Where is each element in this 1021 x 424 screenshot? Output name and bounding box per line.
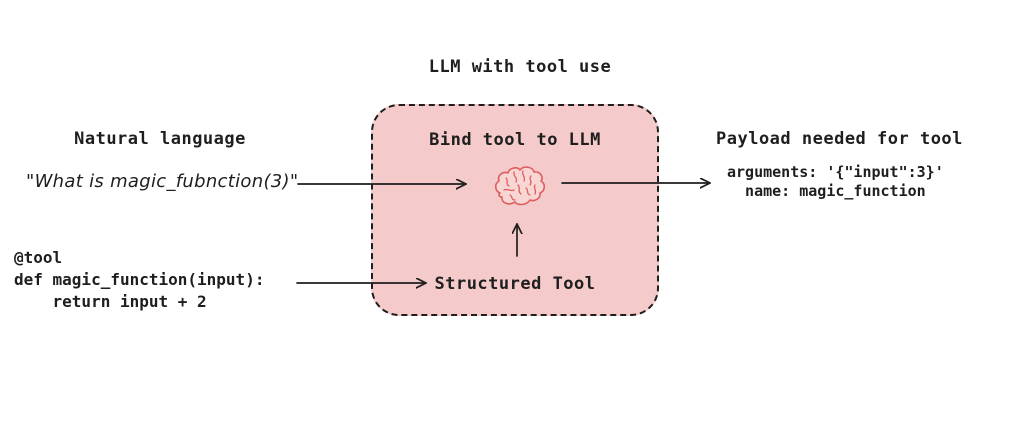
payload-heading: Payload needed for tool — [716, 129, 963, 149]
tool-code-block: @tool def magic_function(input): return … — [14, 248, 265, 311]
llm-box-heading: Bind tool to LLM — [429, 130, 601, 150]
natural-language-heading: Natural language — [74, 129, 246, 149]
natural-language-quote: "What is magic_fubnction(3)" — [26, 171, 299, 192]
diagram-title: LLM with tool use — [428, 57, 612, 77]
llm-box: Bind tool to LLM Structured Tool — [371, 104, 659, 316]
payload-text: arguments: '{"input":3}' name: magic_fun… — [727, 163, 944, 200]
brain-icon — [490, 163, 546, 209]
structured-tool-label: Structured Tool — [434, 274, 596, 294]
